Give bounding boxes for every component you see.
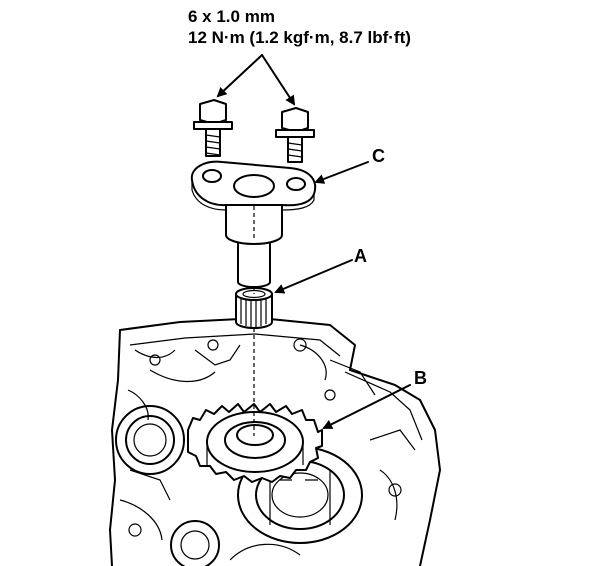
callout-c-leader	[314, 161, 369, 184]
bolt-size-label: 6 x 1.0 mm	[188, 7, 275, 26]
callout-b-leader	[322, 384, 411, 429]
gear-b	[187, 403, 323, 483]
callout-b-label: B	[414, 368, 427, 388]
callout-a-label: A	[354, 246, 367, 266]
callout-c-label: C	[372, 146, 385, 166]
bolt-spec-leader-right	[261, 54, 296, 106]
transmission-housing	[109, 317, 441, 566]
shaft-c	[190, 160, 317, 288]
flange-bolt-right	[275, 107, 315, 163]
callout-a-leader	[274, 259, 353, 294]
bolt-spec-leader-left	[216, 54, 263, 98]
bolt-torque-label: 12 N·m (1.2 kgf·m, 8.7 lbf·ft)	[188, 28, 411, 47]
flange-bolt-left	[193, 99, 233, 157]
